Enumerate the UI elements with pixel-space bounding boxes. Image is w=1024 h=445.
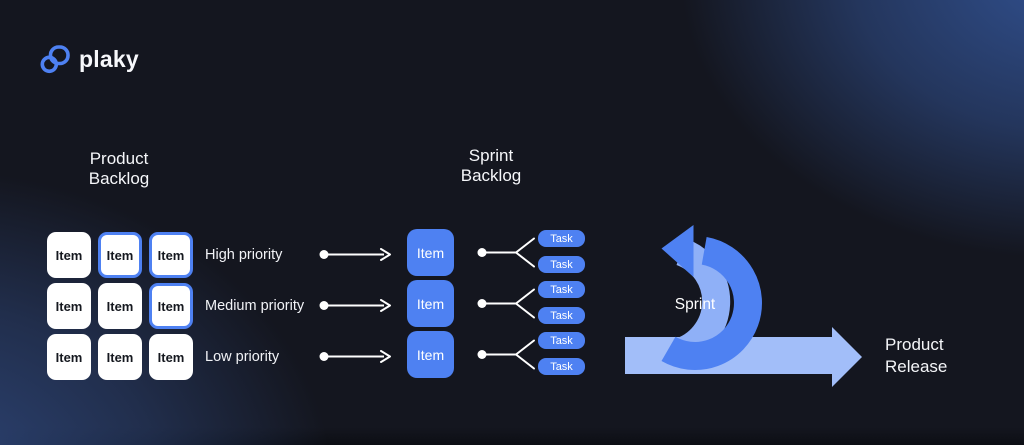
product-release-line2: Release [885,357,948,376]
brand-logo: plaky [40,44,139,74]
priority-label-low: Low priority [205,349,280,365]
product-backlog-row-medium: Item Item Item [47,283,193,329]
product-release-line1: Product [885,335,944,354]
priority-label-high: High priority [205,247,283,263]
product-backlog-title: Product Backlog [49,149,189,189]
task-fork-connector-icon [477,288,535,319]
product-release-label: Product Release [885,334,947,378]
backlog-item-card: Item [149,334,193,380]
task-fork-connector-icon [477,237,535,268]
backlog-item-card-highlighted: Item [149,283,193,329]
product-backlog-row-low: Item Item Item [47,334,193,380]
brand-name: plaky [79,45,139,72]
product-backlog-row-high: Item Item Item [47,232,193,278]
backlog-item-card: Item [98,334,142,380]
backlog-item-card: Item [98,283,142,329]
task-pill: Task [538,358,585,375]
backlog-item-card: Item [47,334,91,380]
task-pill: Task [538,332,585,349]
sprint-loop-icon: Sprint [625,225,862,387]
loop-arrow-head [661,225,694,277]
flow-arrow-icon [319,299,391,312]
task-pill: Task [538,281,585,298]
flow-arrow-icon [319,350,391,363]
product-backlog-title-line1: Product [89,149,149,168]
sprint-backlog-title-line2: Backlog [460,166,522,185]
task-pill: Task [538,256,585,273]
sprint-label: Sprint [675,296,716,313]
sprint-item-card: Item [407,331,454,378]
product-backlog-title-line2: Backlog [88,169,150,188]
task-pill: Task [538,307,585,324]
backlog-item-card-highlighted: Item [98,232,142,278]
sprint-item-card: Item [407,229,454,276]
plaky-logo-icon [40,45,70,74]
priority-label-medium: Medium priority [205,298,305,314]
backlog-item-card: Item [47,232,91,278]
release-arrow-head [832,327,862,387]
sprint-backlog-title-line1: Sprint [468,146,514,165]
sprint-backlog-title: Sprint Backlog [421,146,561,186]
sprint-item-card: Item [407,280,454,327]
task-pill: Task [538,230,585,247]
task-fork-connector-icon [477,339,535,370]
backlog-item-card-highlighted: Item [149,232,193,278]
backlog-item-card: Item [47,283,91,329]
flow-arrow-icon [319,248,391,261]
